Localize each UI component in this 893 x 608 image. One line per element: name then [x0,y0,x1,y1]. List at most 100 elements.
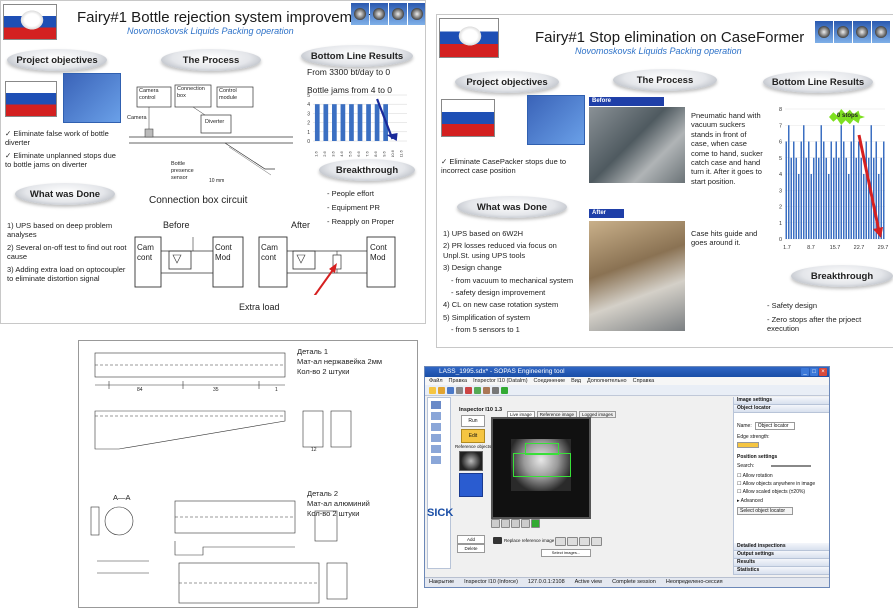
process-label-dimension: 10 mm [209,178,225,184]
minimize-button[interactable]: _ [801,368,809,376]
dimension-1: 1 [275,387,278,393]
statistics-header[interactable]: Statistics [734,567,829,575]
camera-live-image[interactable] [491,417,591,519]
status-item: Неопределено-сессия [665,579,723,585]
chart2-bar [870,125,872,239]
circuit-before [134,236,244,288]
replace-reference-button[interactable]: Replace reference image [493,537,554,544]
paste-icon[interactable] [483,386,490,394]
reference-thumb-2[interactable] [459,473,483,497]
tree-item[interactable] [431,434,441,442]
slide2-done-item: 4) CL on new case rotation system [443,300,559,310]
slide1-results-heading: Bottom Line Results [301,45,413,67]
allow-rotation-row[interactable]: ☐ Allow rotation [737,473,773,479]
results-header[interactable]: Results [734,559,829,567]
next-frame-icon[interactable] [579,537,590,546]
chart2-x-tick: 15.7 [830,245,841,251]
before-tag: Before [589,97,664,106]
slide1-breakthrough-heading: Breakthrough [319,159,415,181]
undo-icon[interactable] [492,386,499,394]
last-frame-icon[interactable] [591,537,602,546]
save-icon[interactable] [447,386,454,394]
delete-button[interactable]: Delete [457,544,485,553]
objective-flag-icon [441,99,495,137]
run-button[interactable]: Run [461,415,485,427]
slide2-process-heading: The Process [613,69,717,91]
chart2-bar [860,157,862,239]
slide2-done-item: - from 5 sensors to 1 [451,325,520,334]
allow-scaled-row[interactable]: ☐ Allow scaled objects (±20%) [737,489,806,495]
tree-item[interactable] [431,445,441,453]
name-input[interactable]: Object locator [754,422,795,430]
object-locator-header[interactable]: Object locator [734,405,829,413]
add-button[interactable]: Add [457,535,485,544]
cut-icon[interactable] [465,386,472,394]
print-icon[interactable] [456,386,463,394]
roi-green-box-inner[interactable] [525,443,559,455]
first-frame-icon[interactable] [555,537,566,546]
process-label-diverter: Diverter [205,119,225,125]
edge-strength-slider[interactable] [737,442,759,448]
name-label: Name: [737,423,752,429]
slide2-done-item: - from vacuum to mechanical system [451,275,574,285]
roi-icon[interactable] [531,519,540,528]
advanced-row[interactable]: ▸ Advanced [737,498,763,504]
output-settings-header[interactable]: Output settings [734,551,829,559]
pan-icon[interactable] [521,519,530,528]
zoom-out-icon[interactable] [501,519,510,528]
chart2-y-tick: 6 [779,140,782,146]
menu-view[interactable]: Вид [571,378,582,384]
inspector-tab-header[interactable]: Inspector I10 1.3 [459,407,503,413]
new-icon[interactable] [429,386,436,394]
slide1-breakthrough-2: - Equipment PR [327,203,380,212]
maximize-button[interactable]: □ [810,368,818,376]
edit-button[interactable]: Edit [461,429,485,443]
menu-file[interactable]: Файл [429,378,443,384]
chart1-x-tick: 7.6 [365,150,370,156]
menu-tools[interactable]: Дополнительно [587,378,627,384]
roi-green-box[interactable] [513,453,571,477]
dimension-35: 35 [213,387,219,393]
tree-item[interactable] [431,412,441,420]
slide1-done-item: 3) Adding extra load on optocoupler to e… [7,264,126,283]
play-icon[interactable] [567,537,578,546]
chart2-bar [830,141,832,239]
tree-item[interactable] [431,423,441,431]
image-settings-header[interactable]: Image settings [734,397,829,405]
reference-thumb-1[interactable] [459,451,483,471]
connect-icon[interactable] [501,386,508,394]
menu-device[interactable]: Inspector I10 (Datalm) [473,378,528,384]
search-slider[interactable] [771,465,812,467]
slide1-result-line2: Bottle jams from 4 to 0 [307,85,393,95]
open-icon[interactable] [438,386,445,394]
tree-item[interactable] [431,456,441,464]
menu-help[interactable]: Справка [632,378,655,384]
menu-edit[interactable]: Правка [448,378,468,384]
slide2-breakthrough-1: - Safety design [767,301,818,310]
slide1-thumbnails [351,3,425,25]
thumbnail-icon [815,21,833,43]
chart2-y-tick: 7 [779,123,782,129]
zoom-fit-icon[interactable] [511,519,520,528]
close-button[interactable]: × [819,368,827,376]
playback-controls [555,537,602,546]
chart2-y-tick: 1 [779,221,782,227]
chart1-x-tick: 3.6 [330,150,335,156]
allow-anywhere-row[interactable]: ☐ Allow objects anywhere in image [737,481,816,487]
detailed-inspections-header[interactable]: Detailed inspections [734,543,829,551]
tree-item[interactable] [431,401,441,409]
chart2-y-tick: 8 [779,107,782,113]
chart2-bar [845,157,847,239]
select-images-button[interactable]: Select images... [541,549,591,557]
slide2-results-heading: Bottom Line Results [763,71,873,93]
chart2-bar [788,125,790,239]
tab-logged-images[interactable]: Logged images [579,411,616,418]
image-inspection-area [511,439,571,491]
zoom-in-icon[interactable] [491,519,500,528]
select-object-locator-button[interactable]: Select object locator [737,507,793,515]
copy-icon[interactable] [474,386,481,394]
chart2-bar [848,174,850,239]
chart1-bar [323,104,329,141]
chart2-bar [880,157,882,239]
menu-connection[interactable]: Соединение [533,378,566,384]
